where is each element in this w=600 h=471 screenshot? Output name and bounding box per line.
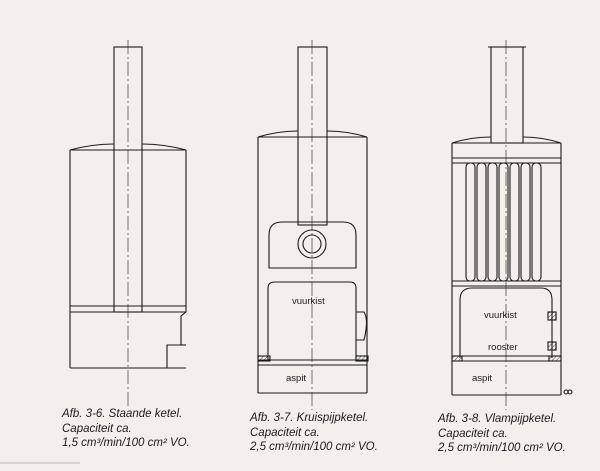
caption-line3-3-7: 2,5 cm³/min/100 cm² VO. [250, 441, 378, 453]
caption-line2-3-7: Capaciteit ca. [250, 426, 320, 439]
flame-tubes-3-8 [465, 162, 542, 282]
boiler-3-7-drawing [257, 40, 369, 410]
caption-line2-3-8: Capaciteit ca. [438, 427, 508, 440]
caption-3-6: Afb. 3-6. Staande ketel. Capaciteit ca. … [62, 407, 190, 451]
caption-title-3-6: Afb. 3-6. Staande ketel. [62, 408, 183, 420]
caption-title-3-8: Afb. 3-8. Vlampijpketel. [438, 413, 557, 425]
cross-tube-3-7 [297, 229, 327, 259]
firebox-label-3-8: vuurkist [484, 310, 517, 321]
grate-3-8 [451, 355, 463, 362]
caption-line3-3-8: 2,5 cm³/min/100 cm² VO. [438, 442, 566, 454]
cross-tube-chamber-3-7 [268, 221, 357, 269]
caption-3-8: Afb. 3-8. Vlampijpketel. Capaciteit ca. … [438, 412, 566, 456]
firebox-3-7 [267, 281, 357, 360]
firebox-3-8 [459, 287, 553, 358]
grate-label-3-8: rooster [488, 342, 518, 353]
shell-top-3-6 [69, 143, 187, 151]
firebox-label-3-7: vuurkist [292, 296, 325, 307]
caption-3-7: Afb. 3-7. Kruispijpketel. Capaciteit ca.… [250, 411, 378, 455]
chimney-3-8 [490, 46, 524, 144]
chimney-3-7 [297, 46, 328, 226]
ashpit-label-3-7: aspit [286, 373, 306, 384]
ashpit-label-3-8: aspit [472, 373, 492, 384]
grate-3-7 [257, 355, 271, 362]
page-edge-mark [0, 462, 80, 464]
boiler-3-6-drawing [69, 40, 187, 408]
caption-title-3-7: Afb. 3-7. Kruispijpketel. [250, 412, 369, 424]
caption-line2-3-6: Capaciteit ca. [62, 422, 132, 435]
caption-line3-3-6: 1,5 cm³/min/100 cm² VO. [62, 437, 190, 449]
boiler-3-8-drawing [451, 40, 573, 410]
